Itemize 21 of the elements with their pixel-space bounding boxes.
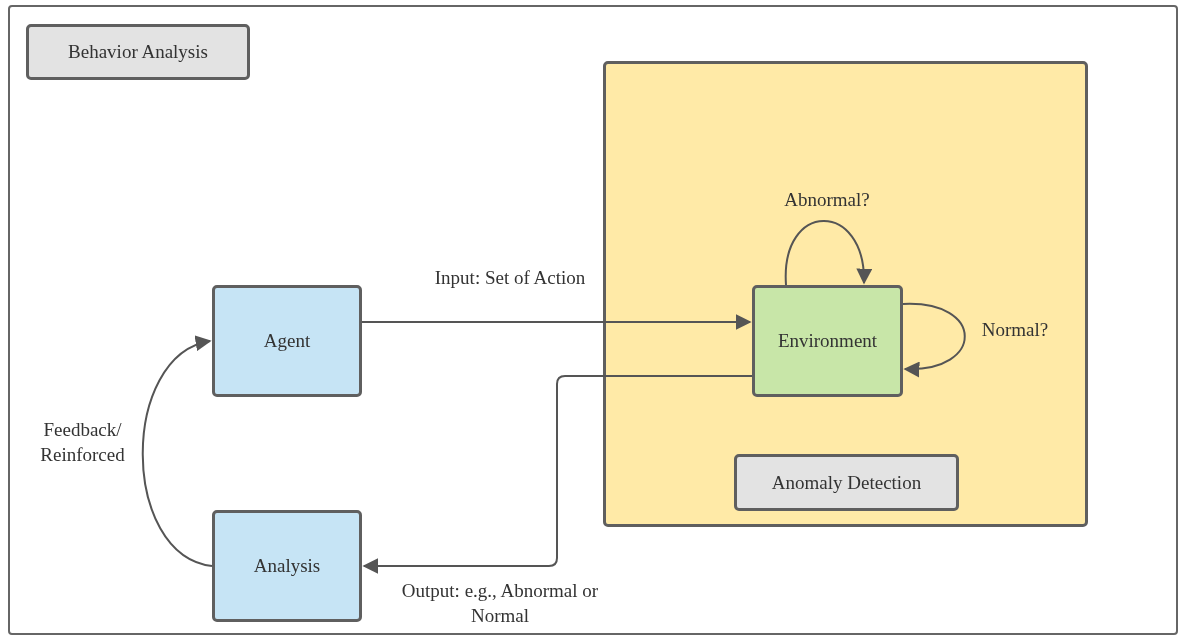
group-title-box [734,454,959,511]
node-label: Analysis [253,555,321,577]
loop-arrow [785,220,872,286]
node-label: Behavior Analysis [68,41,208,63]
node-label: Anomaly Detection [771,471,922,494]
edge-label: Feedback/ Reinforced [39,418,126,467]
arrow [361,314,752,330]
arrow [362,375,753,574]
arrow [141,338,213,567]
group-area [603,61,1088,527]
edge-label: Normal? [980,318,1050,342]
node-label: Agent [263,330,311,352]
process-box [212,510,362,622]
edge-label: Abnormal? [783,188,871,212]
node-label: Environment [777,330,878,352]
title-box [26,24,250,80]
edge-label: Input: Set of Action [433,266,587,290]
loop-arrow [902,303,966,377]
process-box [752,285,903,397]
process-box [212,285,362,397]
edge-label: Output: e.g., Abnormal or Normal [400,579,600,628]
